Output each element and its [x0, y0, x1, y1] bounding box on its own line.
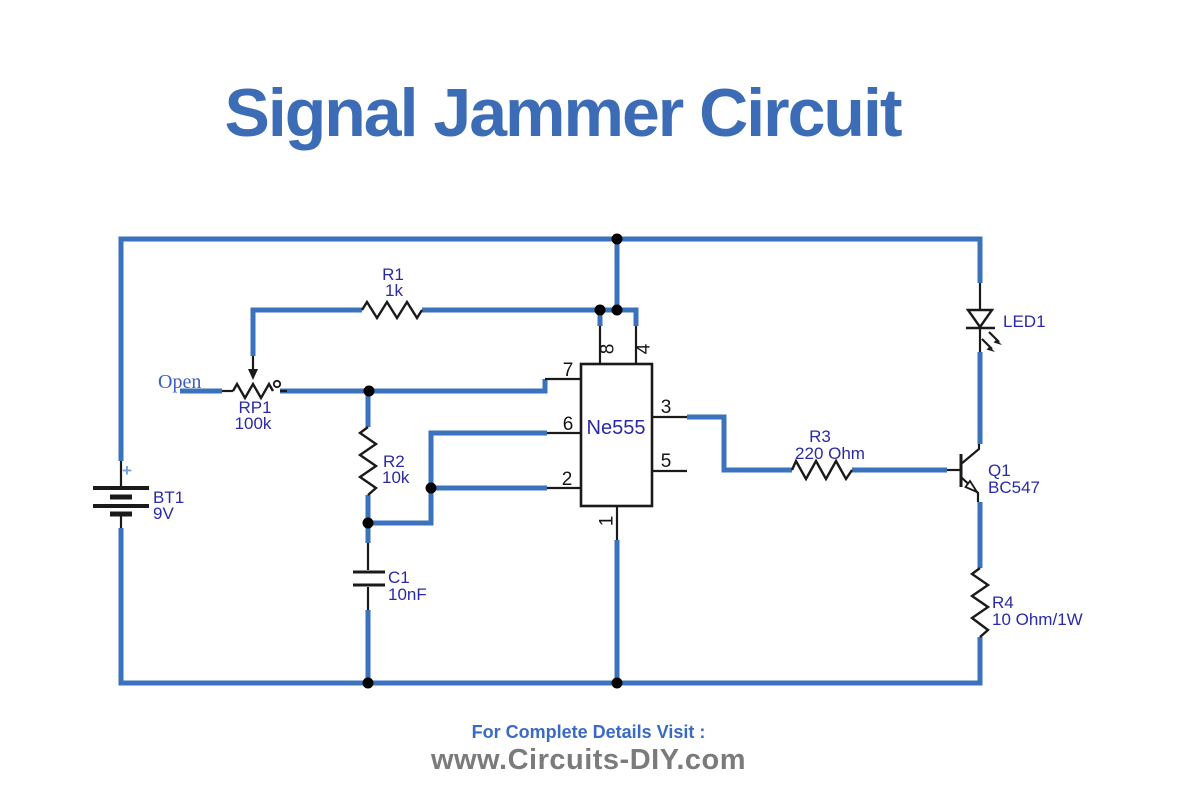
ic-pin2-number: 2 [562, 469, 573, 490]
ic-ne555: Ne555 7 6 2 3 5 8 4 1 [545, 326, 687, 540]
q1-collector-diagonal [960, 444, 981, 465]
r1-value-label: 1k [385, 281, 403, 300]
rp1-value-label: 100k [235, 414, 272, 433]
wire-pot-to-pin7 [280, 379, 548, 394]
resistor-r2: R2 10k [357, 426, 410, 496]
led-led1: LED1 [965, 283, 1046, 352]
ic-pin1-number: 1 [597, 516, 618, 527]
junction-dots [362, 233, 623, 689]
rp1-wiper-arrowhead [248, 369, 258, 380]
led-emission-arrows-icon [981, 331, 1002, 352]
r2-ref-label: R2 [383, 452, 405, 471]
battery-value-label: 9V [153, 504, 174, 523]
r4-value-label: 10 Ohm/1W [992, 610, 1083, 629]
c1-ref-label: C1 [388, 568, 410, 587]
junction-dot [362, 517, 374, 529]
ic-pin7-number: 7 [563, 360, 574, 381]
r2-value-label: 10k [382, 468, 410, 487]
r3-value-label: 220 Ohm [795, 444, 865, 463]
led-triangle [965, 308, 995, 330]
ic-pin8-number: 8 [598, 344, 619, 355]
wire-top-left-rail [118, 236, 983, 461]
junction-dot [611, 677, 623, 689]
r1-ref-label: R1 [382, 265, 404, 284]
r4-ref-label: R4 [992, 593, 1014, 612]
rp1-open-label: Open [158, 371, 201, 393]
ic-pin6-number: 6 [563, 414, 574, 435]
wire-bottom-rail [118, 528, 983, 686]
junction-dot [611, 304, 623, 316]
page-title: Signal Jammer Circuit [224, 75, 902, 151]
rp1-zigzag [231, 381, 275, 401]
q1-ref-label: Q1 [988, 461, 1011, 480]
potentiometer-rp1: Open RP1 100k [158, 356, 287, 433]
r3-zigzag [790, 458, 853, 482]
ic-pin5-number: 5 [661, 451, 672, 472]
resistor-r4: R4 10 Ohm/1W [969, 567, 1083, 638]
r3-ref-label: R3 [809, 427, 831, 446]
wire-r1-to-pin4 [422, 307, 639, 326]
junction-dot [362, 677, 374, 689]
r4-zigzag [969, 567, 991, 638]
r2-zigzag [357, 426, 379, 496]
footer-heading: For Complete Details Visit : [471, 722, 706, 742]
led-ref-label: LED1 [1003, 312, 1046, 331]
wire-junction-to-pin6 [368, 430, 547, 526]
battery-bt1: + BT1 9V [93, 461, 184, 528]
wire-r1-left-branch [250, 307, 362, 356]
resistor-r3: R3 220 Ohm [790, 427, 865, 482]
resistor-r1: R1 1k [360, 265, 424, 321]
led-arrow-1-head [993, 339, 1002, 345]
r1-zigzag [360, 299, 424, 321]
ic-pin3-number: 3 [661, 397, 672, 418]
rp1-ref-label: RP1 [238, 398, 271, 417]
q1-emitter-arrowhead [964, 479, 980, 494]
battery-ref-label: BT1 [153, 488, 184, 507]
junction-dot [425, 482, 437, 494]
battery-plus-sign: + [122, 461, 132, 480]
q1-value-label: BC547 [988, 478, 1040, 497]
junction-dot [611, 233, 623, 245]
footer: For Complete Details Visit : www.Circuit… [0, 722, 1177, 777]
c1-value-label: 10nF [388, 585, 427, 604]
transistor-q1: Q1 BC547 [947, 444, 1040, 502]
wire-pin3-to-r3 [687, 414, 792, 473]
junction-dot [594, 304, 606, 316]
footer-website: www.Circuits-DIY.com [430, 744, 747, 776]
rp1-terminal-circle [272, 379, 282, 389]
junction-dot [363, 385, 375, 397]
ic-pin4-number: 4 [634, 343, 655, 354]
wires [118, 236, 983, 686]
led-arrow-2-head [986, 346, 995, 352]
capacitor-c1: C1 10nF [353, 543, 427, 610]
ic-name-label: Ne555 [587, 417, 646, 439]
